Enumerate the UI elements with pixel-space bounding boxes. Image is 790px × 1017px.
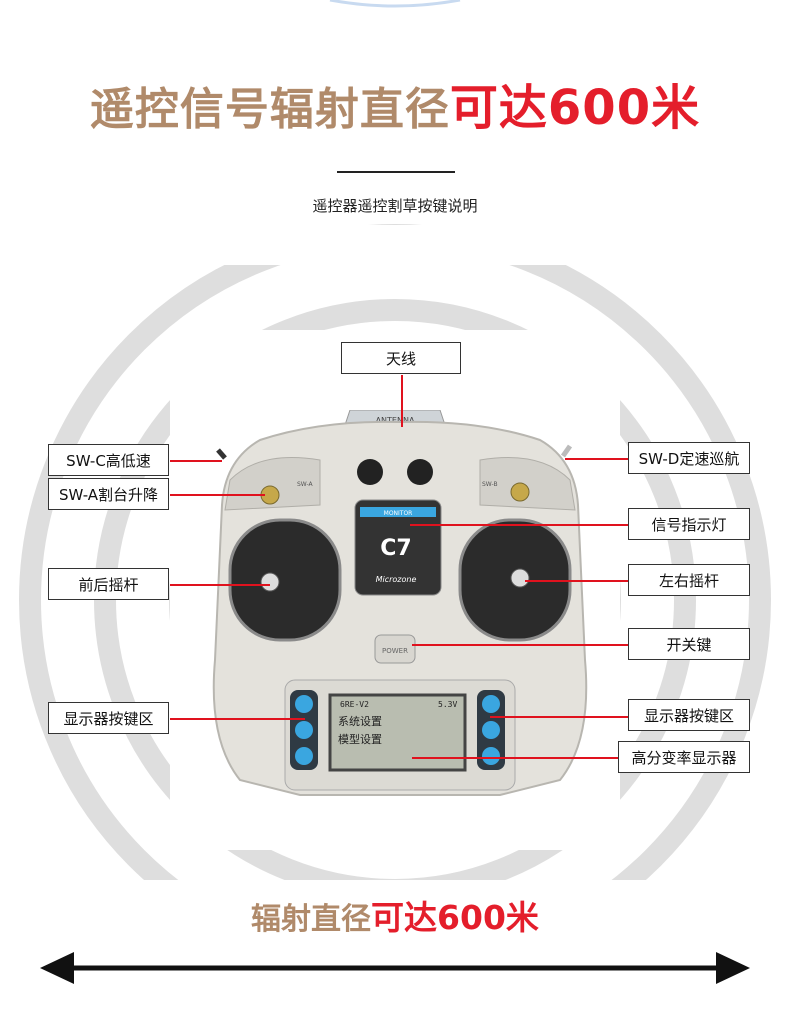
ok-button [482, 747, 500, 765]
subtitle: 遥控器遥控割草按键说明 [312, 197, 478, 215]
screen-line2: 系统设置 [338, 715, 382, 728]
screen-line4: 5.3V [438, 700, 457, 709]
page-title: 遥控信号辐射直径可达600米 [0, 78, 790, 140]
signal-light-callout-line [410, 524, 628, 526]
model-text: C7 [380, 536, 411, 561]
sw-b-text: SW-B [482, 481, 498, 488]
menu-button [295, 695, 313, 713]
left-stick-callout-line [170, 584, 270, 586]
sw-d-switch [510, 482, 530, 502]
double-arrow [40, 952, 750, 984]
label-signal-light: 信号指示灯 [628, 508, 750, 540]
remote-controller: ANTENNA SW-A SW-B MONITOR C7 Microzone P… [212, 410, 588, 796]
down-button [482, 721, 500, 739]
label-power-key: 开关键 [628, 628, 750, 660]
monitor-text: MONITOR [384, 510, 413, 517]
label-display-keys-left: 显示器按键区 [48, 702, 169, 734]
antenna-text: ANTENNA [376, 416, 415, 425]
footer-title-part1: 辐射直径 [251, 902, 372, 937]
up-button [482, 695, 500, 713]
right-stick [510, 568, 530, 588]
antenna-callout-line [401, 375, 403, 427]
title-part1: 遥控信号辐射直径 [89, 84, 450, 135]
footer-title-part2: 可达600米 [371, 898, 539, 937]
exit-button [295, 721, 313, 739]
label-sw-a: SW-A割台升降 [48, 478, 169, 510]
monitor-button [295, 747, 313, 765]
power-text: POWER [382, 647, 408, 655]
label-sw-c: SW-C高低速 [48, 444, 169, 476]
left-stick [260, 572, 280, 592]
sw-a-text: SW-A [297, 481, 314, 488]
title-part2: 可达600米 [449, 80, 701, 136]
power-button [374, 634, 416, 664]
title-divider [337, 171, 455, 173]
display-keys-left-callout-line [170, 718, 305, 720]
sw-a-callout-line [170, 494, 265, 496]
label-left-stick: 前后摇杆 [48, 568, 169, 600]
screen-line1: 6RE-V2 [340, 700, 369, 709]
display-keys-right-callout-line [490, 716, 628, 718]
brand-text: Microzone [376, 575, 417, 584]
sw-c-callout-line [170, 460, 222, 462]
display-callout-line [412, 757, 618, 759]
label-antenna: 天线 [341, 342, 461, 374]
label-right-stick: 左右摇杆 [628, 564, 750, 596]
label-sw-d: SW-D定速巡航 [628, 442, 750, 474]
power-callout-line [412, 644, 628, 646]
sw-d-callout-line [565, 458, 628, 460]
monitor-panel [354, 499, 442, 596]
label-display: 高分变率显示器 [618, 741, 750, 773]
right-stick-callout-line [525, 580, 628, 582]
left-stick-well [228, 518, 342, 642]
screen-line3: 模型设置 [338, 732, 382, 746]
footer-title: 辐射直径可达600米 [0, 895, 790, 943]
label-display-keys-right: 显示器按键区 [628, 699, 750, 731]
